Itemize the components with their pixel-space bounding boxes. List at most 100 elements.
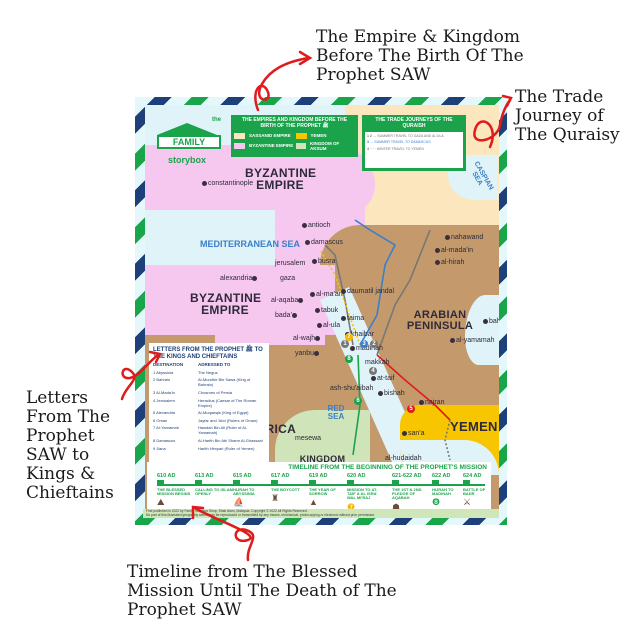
- crossed-swords-icon: ⚔: [463, 497, 472, 508]
- logo-house: [157, 123, 217, 135]
- city-yanbu: yanbu: [295, 350, 320, 357]
- legend-aksum: KINGDOM OF AKSUM: [295, 141, 356, 151]
- region-byzantine-egypt: BYZANTINE EMPIRE: [190, 291, 262, 317]
- trade-legend-item-3: 3 → SUMMER TRAVEL TO DAMASCUS: [367, 139, 431, 144]
- tent-icon: ▲: [309, 497, 318, 508]
- label-mediterranean-sea: MEDITERRANEAN SEA: [199, 239, 300, 249]
- empires-legend-title: THE EMPIRES AND KINGDOM BEFORE THE BIRTH…: [241, 117, 348, 129]
- route-marker-6: 6: [354, 397, 362, 405]
- timeline-title: TIMELINE FROM THE BEGINNING OF THE PROPH…: [288, 464, 487, 471]
- legend-sassanid: SASSANID EMPIRE: [234, 132, 294, 139]
- route-marker-8: 8: [345, 355, 353, 363]
- city-at-taif: at-taif: [371, 375, 395, 382]
- logo-family: FAMILY: [157, 135, 221, 149]
- city-najran: najran: [419, 399, 444, 406]
- region-byzantine-north: BYZANTINE EMPIRE: [245, 166, 317, 192]
- label-red-sea: RED SEA: [327, 404, 345, 421]
- city-taima: taima: [341, 315, 364, 322]
- marker-8-icon: ❽: [432, 497, 441, 508]
- people-icon: ☗: [392, 501, 401, 512]
- copyright-footer: First published in 2022 by Family Storyb…: [143, 509, 499, 518]
- city-al-maan: al-ma'an: [310, 291, 343, 298]
- city-al-yamamah: al-yamamah: [450, 337, 495, 344]
- trade-routes: [319, 219, 451, 461]
- route-marker-7: 7: [345, 333, 353, 341]
- city-al-hirah: al-hirah: [435, 259, 464, 266]
- city-constantinople: constantinople: [202, 180, 253, 187]
- city-bada: bada': [275, 312, 298, 319]
- route-marker-4: 4: [369, 367, 377, 375]
- trade-legend-title: THE TRADE JOURNEYS OF THE QURAISH: [375, 117, 453, 129]
- empires-legend: THE EMPIRES AND KINGDOM BEFORE THE BIRTH…: [231, 115, 358, 157]
- city-bishah: bishah: [378, 390, 405, 397]
- timeline-panel: TIMELINE FROM THE BEGINNING OF THE PROPH…: [147, 462, 491, 512]
- mediterranean-sea-south: [145, 210, 275, 265]
- city-busra: busra: [312, 258, 336, 265]
- map-poster: BYZANTINE EMPIRE BYZANTINE EMPIRE ARABIA…: [135, 97, 507, 525]
- region-yemen: YEMEN: [450, 419, 498, 434]
- city-makkah: makkah: [365, 359, 390, 366]
- route-marker-5: 5: [407, 405, 415, 413]
- city-damascus: damascus: [305, 239, 343, 246]
- mountain-icon: ⛰: [157, 497, 165, 508]
- boycott-icon: ♜: [271, 493, 280, 504]
- city-al-madain: al-mada'in: [435, 247, 473, 254]
- region-arabian-peninsula: ARABIAN PENINSULA: [406, 309, 474, 332]
- letters-title: LETTERS FROM THE PROPHET ﷺ TO THE KINGS …: [153, 347, 263, 360]
- city-daumatil-jandal: daumatil jandal: [341, 288, 394, 295]
- city-bahrain: bahrain: [483, 318, 499, 325]
- ship-icon: ⛵: [233, 497, 245, 508]
- city-ash-shuaibah: ash-shu'aibah: [330, 385, 374, 392]
- annotation-trade-journey: The Trade Journey of The Quraisy: [515, 87, 620, 146]
- trade-legend-item-1-2: 1 2 → SUMMER TRAVEL TO GAZA AND AL'ULA: [367, 133, 444, 138]
- city-al-wajh: al-wajh: [293, 335, 321, 342]
- city-al-aqaba: al-aqaba: [271, 297, 304, 304]
- marker-7-icon: ❼: [347, 501, 356, 512]
- city-madinah: madinah: [350, 345, 383, 352]
- route-marker-1: 1: [341, 340, 349, 348]
- logo-the: the: [212, 117, 221, 123]
- annotation-timeline: Timeline from The Blessed Mission Until …: [127, 562, 397, 621]
- city-nahawand: nahawand: [445, 234, 483, 241]
- annotation-letters: Letters From The Prophet SAW to Kings & …: [26, 388, 114, 504]
- city-alexandria: alexandria: [220, 275, 258, 282]
- legend-yemen: YEMEN: [295, 132, 356, 139]
- city-antioch: antioch: [302, 222, 331, 229]
- city-gaza: gaza: [280, 275, 296, 282]
- family-storybox-logo: the FAMILY storybox: [149, 117, 225, 169]
- route-marker-3: 3: [360, 340, 368, 348]
- city-al-ula: al-ula: [317, 322, 340, 329]
- logo-storybox: storybox: [167, 155, 206, 165]
- persian-gulf-area: [465, 295, 499, 365]
- city-al-hudaidah: al-hudaidah: [385, 455, 422, 462]
- trade-journeys-legend: THE TRADE JOURNEYS OF THE QURAISH 1 2 → …: [362, 115, 466, 171]
- legend-byzantine: BYZANTINE EMPIRE: [234, 141, 294, 151]
- city-mesewa: mesewa: [295, 435, 322, 442]
- annotation-empire-kingdom: The Empire & Kingdom Before The Birth Of…: [316, 27, 524, 86]
- city-tabuk: tabuk: [315, 307, 338, 314]
- city-sana: san'a: [402, 430, 425, 437]
- timeline-line: [157, 484, 485, 486]
- route-marker-2: 2: [370, 340, 378, 348]
- trade-legend-item-4: 4 ····· WINTER TRAVEL TO YEMEN: [367, 146, 424, 151]
- city-jerusalem: jerusalem: [275, 260, 306, 267]
